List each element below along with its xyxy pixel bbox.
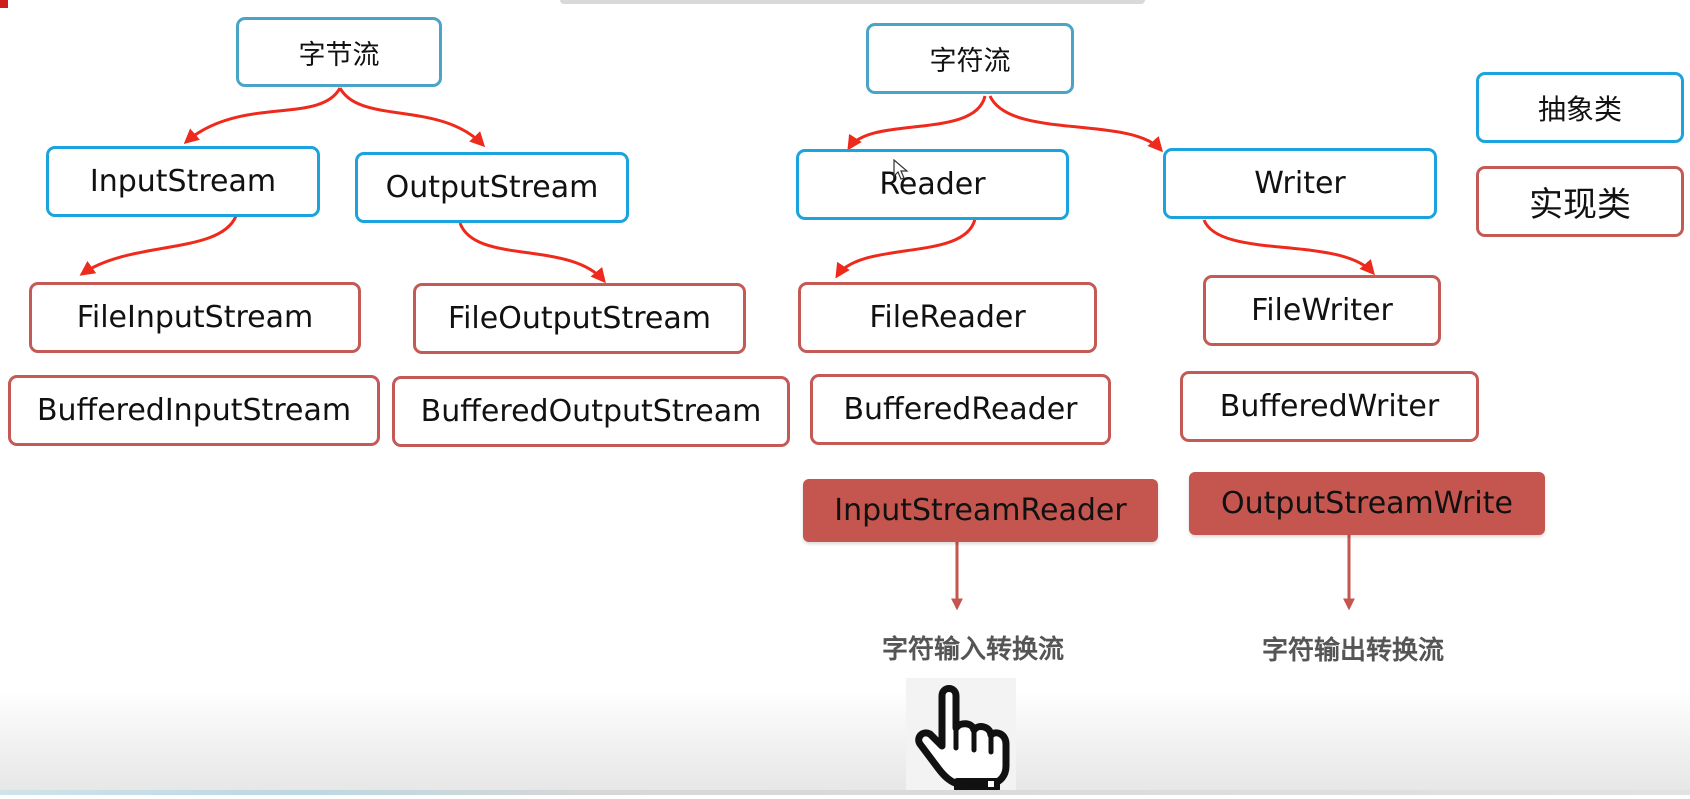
bufferedoutputstream-node: BufferedOutputStream [392, 376, 790, 447]
connector-char-to-reader [847, 95, 987, 151]
char-output-bridge-caption: 字符输出转换流 [1262, 636, 1445, 666]
filereader-node: FileReader [798, 282, 1097, 353]
bufferedreader-node: BufferedReader [810, 374, 1111, 445]
writer-node: Writer [1163, 148, 1437, 219]
pointing-hand-icon [906, 678, 1016, 795]
corner-marker [0, 0, 8, 8]
connector-byte-to-input [183, 87, 342, 144]
legend-abstract-class: 抽象类 [1476, 72, 1684, 143]
char-stream-root: 字符流 [866, 23, 1074, 94]
connector-writer-to-filewriter [1202, 219, 1375, 276]
char-input-bridge-caption: 字符输入转换流 [882, 635, 1065, 665]
bottom-edge-strip [0, 790, 1690, 795]
legend-implementation-class: 实现类 [1476, 166, 1684, 237]
fileinputstream-node: FileInputStream [29, 282, 361, 353]
outputstream-node: OutputStream [355, 152, 629, 223]
fileoutputstream-node: FileOutputStream [413, 283, 746, 354]
bufferedinputstream-node: BufferedInputStream [8, 375, 380, 446]
connector-input-to-fileinput [79, 215, 238, 276]
mouse-pointer-icon [893, 159, 909, 180]
inputstream-node: InputStream [46, 146, 320, 217]
connector-byte-to-output [338, 87, 486, 148]
connector-char-to-writer [988, 95, 1163, 153]
connector-output-to-fileoutput [458, 222, 606, 284]
top-window-edge [560, 0, 1145, 4]
filewriter-node: FileWriter [1203, 275, 1441, 346]
reader-node: Reader [796, 149, 1069, 220]
connector-reader-to-filereader [835, 218, 977, 279]
bufferedwriter-node: BufferedWriter [1180, 371, 1479, 442]
outputstreamwrite-node: OutputStreamWrite [1189, 472, 1545, 535]
byte-stream-root: 字节流 [236, 17, 442, 87]
inputstreamreader-node: InputStreamReader [803, 479, 1158, 542]
